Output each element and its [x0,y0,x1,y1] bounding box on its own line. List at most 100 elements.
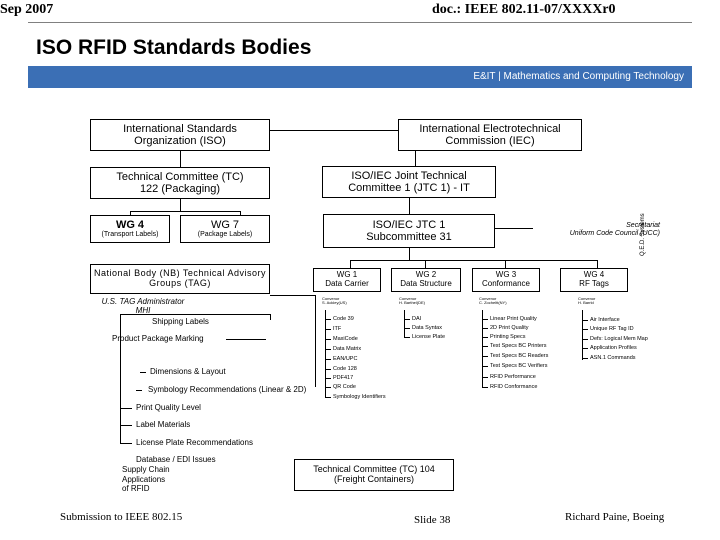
connector [597,260,598,268]
wg3-box: WG 3 Conformance [472,268,540,292]
connector [130,211,131,217]
wg4-item: Application Profiles [590,345,637,351]
connector [136,390,142,391]
connector [120,443,132,444]
connector [180,199,181,211]
connector [404,310,405,338]
secretariat-line2: Uniform Code Council (UCC) [569,230,660,238]
sc31-line1: ISO/IEC JTC 1 [372,218,446,231]
wg1-item: Code 39 [333,316,354,322]
wg1-item: Symbology Identifiers [333,394,386,400]
connector [130,211,240,212]
footer-center: Slide 38 [414,514,451,526]
connector [582,358,588,359]
connector [582,329,588,330]
connector [325,310,326,398]
wg3-title: WG 3 [495,270,517,280]
wg1-item: ITF [333,326,342,332]
wg1-item: PDF417 [333,375,354,381]
connector [482,328,488,329]
connector [482,310,483,388]
iec-box: International Electrotechnical Commissio… [398,119,582,151]
wg1-item: Data Matrix [333,346,362,352]
wg4-item: Defs: Logical Mem Map [590,336,648,342]
connector [582,310,583,360]
wg4-rf-sub: RF Tags [579,279,609,288]
connector [240,211,241,217]
connector [482,346,488,347]
connector [482,337,488,338]
tc104-label: Technical Committee (TC) 104 (Freight Co… [313,464,435,484]
wg4-transport-title: WG 4 [115,219,145,232]
connector [325,329,331,330]
supply-line: Supply Chain [122,465,170,474]
wg4-item: ASN.1 Commands [590,355,636,361]
connector [482,377,488,378]
wg4-item: Air Interface [590,317,620,323]
connector [325,359,331,360]
sc31-box: ISO/IEC JTC 1 Subcommittee 31 [323,214,495,248]
connector [404,328,410,329]
wg7-sub: (Package Labels) [197,231,253,239]
iso-label: International Standards Organization (IS… [123,122,237,147]
tc122-item: Print Quality Level [136,403,201,412]
tc104-box: Technical Committee (TC) 104 (Freight Co… [294,459,454,491]
connector [582,339,588,340]
tag-admin-line2: MHI [135,306,151,316]
connector [270,314,271,320]
wg2-item: License Plate [412,334,446,340]
tc122-item: License Plate Recommendations [136,438,253,447]
side-label: Q.E.D. Systems [640,213,646,256]
wg3-item: Test Specs BC Verifiers [490,363,548,369]
page-title: ISO RFID Standards Bodies [36,36,312,59]
wg7-box: WG 7 (Package Labels) [180,215,270,243]
connector [482,356,488,357]
wg4-item: Unique RF Tag ID [590,326,634,332]
connector [325,349,331,350]
wg1-item: MaxiCode [333,336,358,342]
connector [120,408,132,409]
wg4-transport-sub: (Transport Labels) [101,231,159,239]
wg3-item: Printing Specs [490,334,526,340]
connector [270,295,315,296]
sc31-line2: Subcommittee 31 [366,231,452,243]
connector [482,387,488,388]
connector [409,248,410,260]
wg4-rf-title: WG 4 [583,270,605,280]
wg1-item: QR Code [333,384,356,390]
wg2-sub: Data Structure [400,279,452,288]
date-label: Sep 2007 [0,2,54,17]
wg2-item: DAI [412,316,422,322]
connector [120,314,270,315]
connector [350,260,598,261]
connector [404,319,410,320]
wg3-item: Test Specs BC Printers [490,343,547,349]
header-band: E&IT | Mathematics and Computing Technol… [28,66,692,88]
jtc1-box: ISO/IEC Joint Technical Committee 1 (JTC… [322,166,496,198]
nb-tag-label: National Body (NB) Technical Advisory Gr… [94,268,266,288]
connector [409,198,410,214]
connector [325,369,331,370]
connector [495,228,533,229]
wg3-sub: Conformance [481,279,531,288]
connector [315,295,316,387]
tag-admin-line1: U.S. TAG Administrator [101,297,185,306]
connector [505,260,506,268]
edi-label: Database / EDI Issues [136,455,216,464]
supply-line: of RFID [122,484,150,494]
connector [482,366,488,367]
wg2-title: WG 2 [415,270,437,280]
connector [404,337,410,338]
footer-left: Submission to IEEE 802.15 [60,511,183,523]
wg1-box: WG 1 Data Carrier [313,268,381,292]
wg3-item: Linear Print Quality [490,316,537,322]
wg3-item: Test Specs BC Readers [490,353,549,359]
connector [425,260,426,268]
secretariat-label: Secretariat Uniform Code Council (UCC) [520,222,660,238]
nb-tag-box: National Body (NB) Technical Advisory Gr… [90,264,270,294]
connector [140,372,146,373]
